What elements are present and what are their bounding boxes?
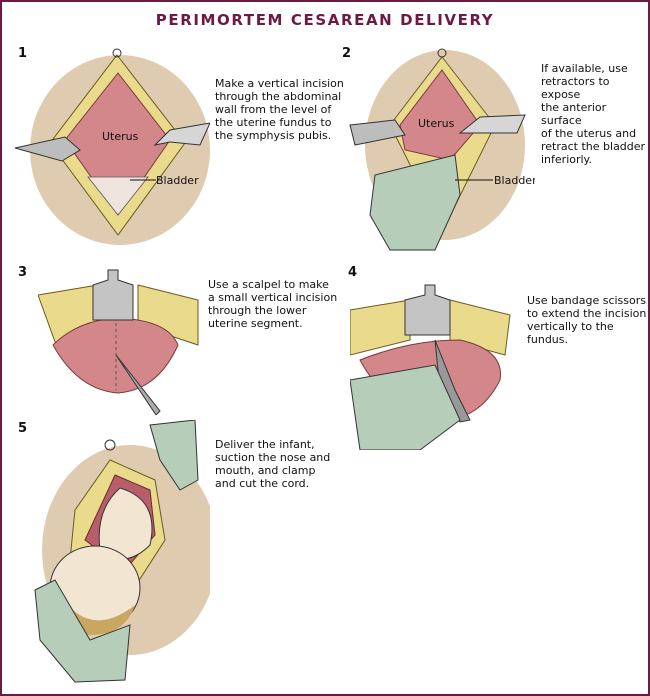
label-uterus: Uterus (418, 117, 455, 130)
step-1-illustration: Uterus Bladder (14, 48, 210, 245)
retractor-left-icon (14, 136, 81, 162)
step-3-illustration (38, 269, 199, 415)
step-5-number: 5 (18, 421, 28, 436)
umbilicus-icon (437, 48, 447, 58)
label-bladder: Bladder (156, 174, 199, 187)
step-5-caption: Deliver the infant, suction the nose and… (215, 438, 331, 490)
retractor-right-icon (458, 114, 526, 134)
label-bladder: Bladder (494, 174, 535, 187)
gloved-hand-icon (350, 364, 461, 450)
retractor-left-icon (349, 119, 406, 146)
retractor-right-icon (153, 122, 210, 146)
step-4-number: 4 (348, 265, 358, 280)
retractor-icon (92, 269, 134, 321)
gloved-hand-top-icon (149, 420, 199, 491)
uterus-shape (399, 69, 481, 161)
step-5-illustration (34, 420, 210, 683)
gloved-hand-icon (369, 154, 461, 251)
fat-layer-left (350, 299, 411, 356)
step-2-number: 2 (342, 46, 352, 61)
step-3-caption: Use a scalpel to make a small vertical i… (208, 278, 338, 330)
bladder-shape (87, 176, 149, 216)
step-4-caption: Use bandage scissors to extend the incis… (527, 294, 647, 346)
step-4-illustration (350, 284, 511, 450)
gloved-hand-bottom-icon (34, 579, 131, 683)
retractor-icon (404, 284, 451, 336)
step-2-illustration: Uterus Bladder (349, 48, 535, 251)
umbilicus-icon (104, 439, 116, 451)
umbilicus-icon (112, 48, 122, 58)
step-1-caption: Make a vertical incision through the abd… (215, 77, 344, 142)
label-uterus: Uterus (102, 130, 139, 143)
scalpel-icon (115, 354, 161, 415)
step-3-number: 3 (18, 265, 28, 280)
step-2-caption: If available, use retractors to expose t… (541, 62, 646, 166)
figure-title: PERIMORTEM CESAREAN DELIVERY (155, 11, 495, 29)
step-1-number: 1 (18, 46, 28, 61)
